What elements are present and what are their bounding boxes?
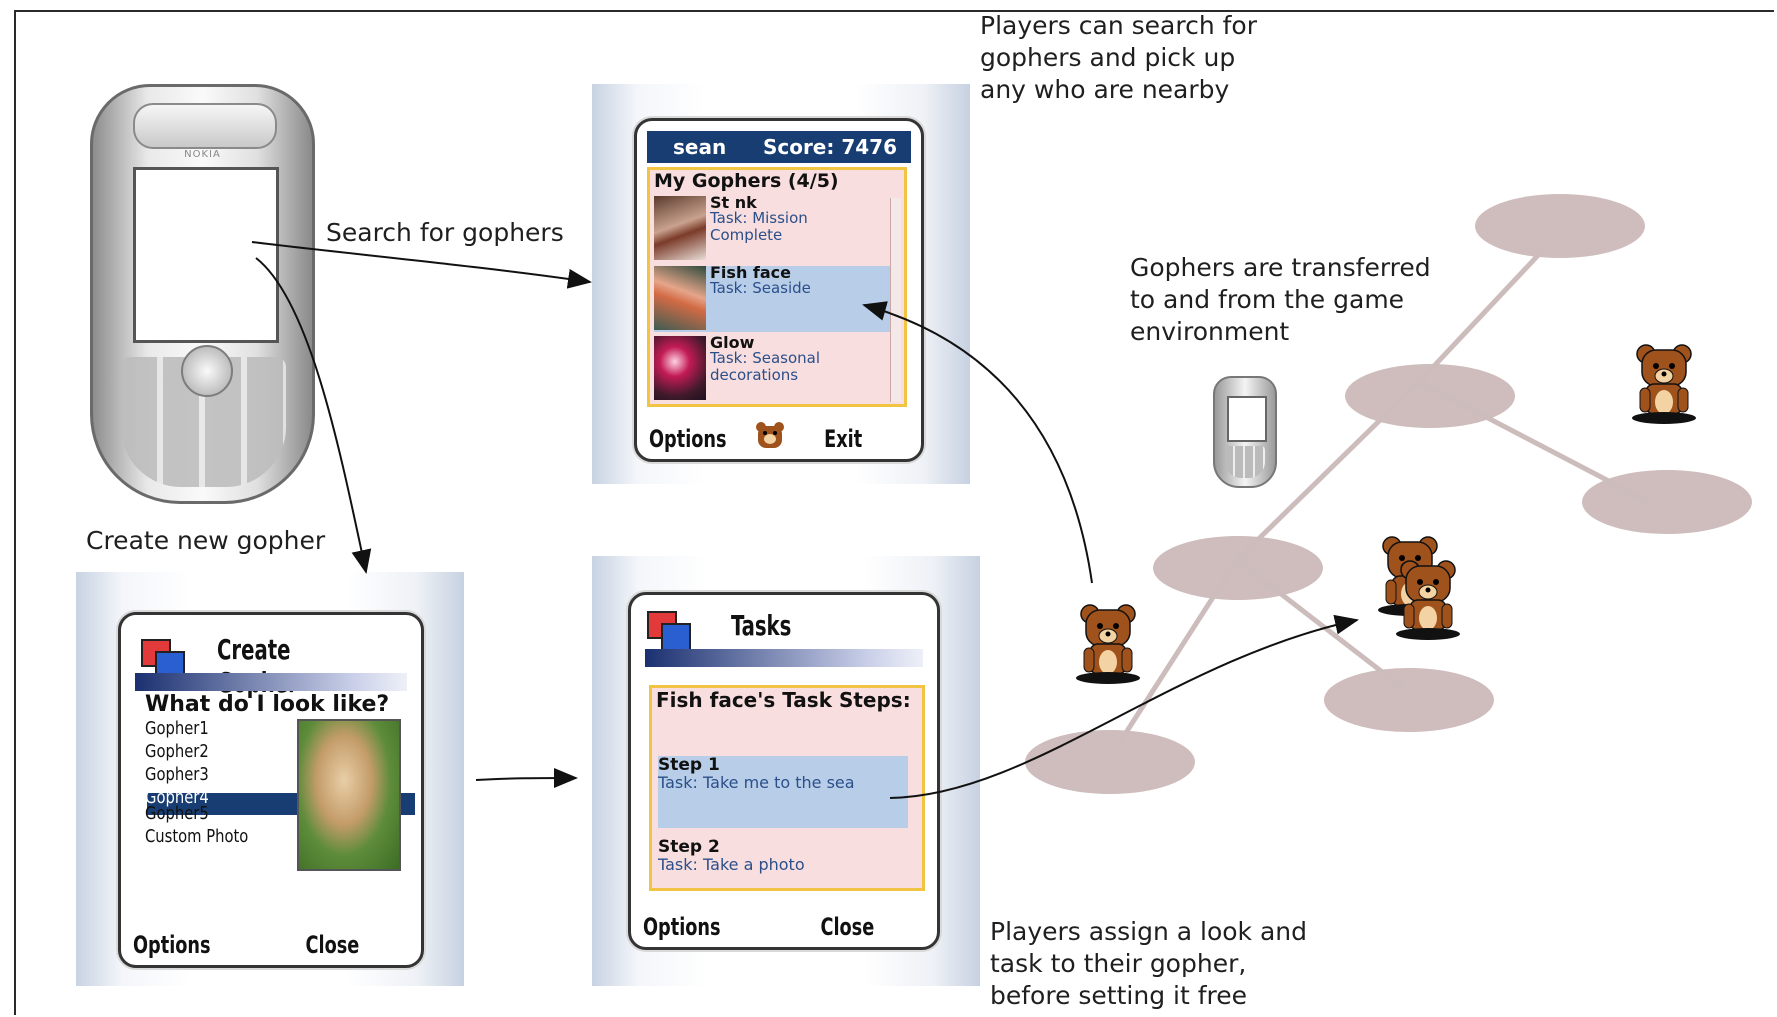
small-phone-keypad xyxy=(1225,446,1265,478)
gopher-list: My Gophers (4/5) St nk Task: Mission Com… xyxy=(647,167,907,407)
gopher-list-screen: sean Score: 7476 My Gophers (4/5) St nk … xyxy=(634,118,924,462)
gopher-list-softkeys: Options Exit xyxy=(649,425,862,453)
tasks-panel: Tasks Fish face's Task Steps: Step 1 Tas… xyxy=(592,556,980,986)
gopher-list-topbar: sean Score: 7476 xyxy=(647,131,911,163)
step-task: Task: Take me to the sea xyxy=(658,773,855,792)
look-option[interactable]: Gopher1 xyxy=(145,718,209,739)
phone-earpiece xyxy=(133,103,277,149)
search-caption: Players can search for gophers and pick … xyxy=(980,11,1257,104)
gopher-name: St nk xyxy=(710,193,757,212)
tasks-title: Tasks xyxy=(731,609,792,642)
gopher-task: Task: Seasonal decorations xyxy=(710,349,820,384)
gopher-name: Fish face xyxy=(710,263,791,282)
tasks-screen: Tasks Fish face's Task Steps: Step 1 Tas… xyxy=(628,592,940,950)
gopher-thumbnail xyxy=(654,266,706,330)
create-arrow-label: Create new gopher xyxy=(86,526,326,555)
gopher-thumbnail xyxy=(654,196,706,260)
title-gradient-bar xyxy=(135,673,407,691)
look-option-selected[interactable]: Gopher4 xyxy=(145,787,209,808)
gopher-list-item[interactable]: St nk Task: Mission Complete xyxy=(654,193,892,262)
task-step-selected[interactable]: Step 1 Task: Take me to the sea xyxy=(658,756,908,828)
close-softkey[interactable]: Close xyxy=(305,931,360,959)
task-steps-box: Fish face's Task Steps: Step 1 Task: Tak… xyxy=(649,685,925,891)
search-arrow-label: Search for gophers xyxy=(326,218,564,247)
gopher-list-item-selected[interactable]: Fish face Task: Seaside xyxy=(654,263,892,332)
environment-node xyxy=(1475,194,1645,258)
gopher-list-item[interactable]: Glow Task: Seasonal decorations xyxy=(654,333,892,402)
tasks-softkeys: Options Close xyxy=(643,913,874,941)
task-step[interactable]: Step 2 Task: Take a photo xyxy=(658,838,908,874)
step-number: Step 1 xyxy=(658,755,720,775)
phone-joystick xyxy=(181,345,233,397)
look-option[interactable]: Custom Photo xyxy=(145,826,249,847)
mobile-phone: NOKIA xyxy=(90,84,315,504)
gopher-icon xyxy=(756,422,784,448)
gopher-icon xyxy=(1631,344,1697,425)
create-gopher-title: Create Gopher xyxy=(217,633,298,699)
gopher-task: Task: Seaside xyxy=(710,279,811,297)
options-softkey[interactable]: Options xyxy=(649,425,727,453)
gopher-thumbnail xyxy=(654,336,706,400)
look-option[interactable]: Gopher5 xyxy=(145,803,209,824)
environment-node xyxy=(1153,536,1323,600)
assign-caption: Players assign a look and task to their … xyxy=(990,917,1308,1010)
look-question: What do I look like? xyxy=(145,692,390,717)
options-softkey[interactable]: Options xyxy=(133,931,211,959)
options-softkey[interactable]: Options xyxy=(643,913,721,941)
create-gopher-softkeys: Options Close xyxy=(133,931,359,959)
close-softkey[interactable]: Close xyxy=(820,913,875,941)
figure-frame xyxy=(14,10,1774,1015)
gopher-list-scrollbar[interactable] xyxy=(890,198,901,402)
title-gradient-bar xyxy=(645,649,923,667)
gopher-name: Glow xyxy=(710,333,755,352)
gopher-list-header: My Gophers (4/5) xyxy=(654,170,839,192)
score: Score: 7476 xyxy=(762,135,897,159)
username: sean xyxy=(673,135,727,159)
step-number: Step 2 xyxy=(658,837,720,857)
phone-brand: NOKIA xyxy=(184,149,221,160)
step-task: Task: Take a photo xyxy=(658,855,805,874)
gopher-list-panel: sean Score: 7476 My Gophers (4/5) St nk … xyxy=(592,84,970,484)
small-phone-screen xyxy=(1227,396,1267,442)
transfer-caption: Gophers are transferred to and from the … xyxy=(1130,253,1431,346)
environment-node xyxy=(1324,668,1494,732)
create-gopher-panel: Create Gopher What do I look like? Gophe… xyxy=(76,572,464,986)
gopher-task: Task: Mission Complete xyxy=(710,209,808,244)
gopher-icon xyxy=(1075,604,1141,685)
task-steps-header: Fish face's Task Steps: xyxy=(656,688,911,712)
look-option[interactable]: Gopher2 xyxy=(145,741,209,762)
create-gopher-screen: Create Gopher What do I look like? Gophe… xyxy=(118,612,424,968)
environment-node xyxy=(1025,730,1195,794)
gopher-photo-preview xyxy=(297,719,401,871)
small-phone xyxy=(1213,376,1277,488)
phone-screen xyxy=(133,167,279,343)
look-option[interactable]: Gopher3 xyxy=(145,764,209,785)
exit-softkey[interactable]: Exit xyxy=(824,425,863,453)
